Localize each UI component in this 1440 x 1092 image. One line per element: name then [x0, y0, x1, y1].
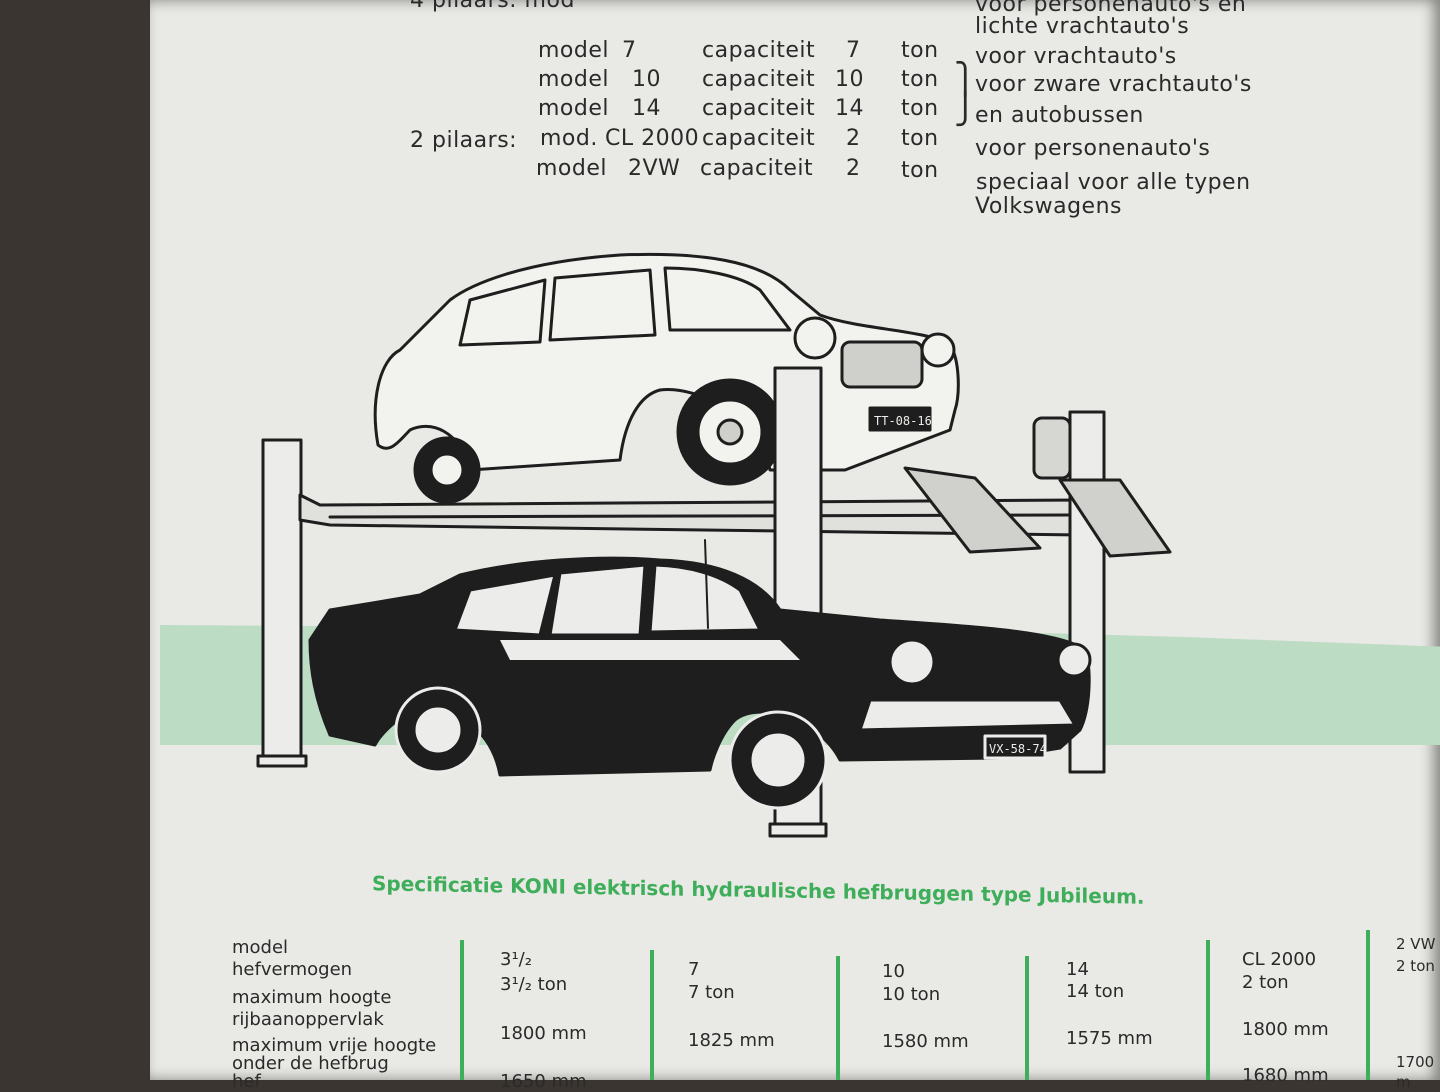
column-divider	[1025, 956, 1029, 1080]
row-label-model: model	[232, 937, 289, 958]
row-label-height1: maximum hoogte	[232, 987, 392, 1008]
unit: ton	[901, 158, 939, 183]
spec-clear: 1680 mm	[1242, 1065, 1329, 1086]
capacity-label: capaciteit	[702, 96, 816, 121]
row-label-height2: rijbaanoppervlak	[232, 1009, 384, 1030]
column-divider	[1206, 940, 1210, 1080]
capacity-label: capaciteit	[700, 156, 814, 181]
model-label: model	[538, 67, 610, 92]
spec-model: 2 VW	[1396, 935, 1436, 953]
model-number: 7	[622, 38, 637, 63]
spec-height: 1800 mm	[1242, 1019, 1329, 1040]
capacity-label: capaciteit	[702, 67, 816, 92]
model-label: model	[538, 96, 610, 121]
top-right-line2: lichte vrachtauto's	[975, 14, 1190, 39]
model-label: model	[538, 38, 610, 63]
spec-model: 14	[1066, 959, 1089, 980]
unit: ton	[901, 126, 939, 151]
spec-capacity: 14 ton	[1066, 981, 1125, 1002]
spec-model: 3¹/₂	[500, 949, 532, 970]
model-desc: voor zware vrachtauto's	[975, 72, 1252, 97]
page-speck	[36, 808, 44, 818]
spec-model: 10	[882, 961, 905, 982]
spec-height: 1575 mm	[1066, 1028, 1153, 1049]
plate-top: TT-08-16	[874, 414, 932, 428]
model-desc: voor vrachtauto's	[975, 44, 1177, 69]
spec-clear: 1700 m	[1396, 1053, 1435, 1091]
row-label-partial: hef	[232, 1071, 261, 1092]
spec-clear: 1650 mm	[500, 1071, 587, 1092]
spec-model: CL 2000	[1242, 949, 1317, 970]
spec-capacity: 7 ton	[688, 982, 735, 1003]
row-prefix: 2 pilaars:	[410, 128, 518, 153]
plate-bottom: VX-58-74	[989, 742, 1047, 756]
capacity-number: 7	[846, 38, 861, 63]
brace-upper: ⎫	[954, 62, 977, 97]
spec-height: 1825 mm	[688, 1030, 775, 1051]
capacity-label: capaciteit	[702, 126, 816, 151]
top-left-partial: 4 pilaars: mod	[410, 0, 575, 13]
model-desc: voor personenauto's	[975, 136, 1211, 161]
model-desc: en autobussen	[975, 103, 1144, 128]
spec-height: 1580 mm	[882, 1031, 969, 1052]
model-label: model	[536, 156, 608, 181]
row-label-clear2: onder de hefbrug	[232, 1053, 389, 1074]
spec-model: 7	[688, 959, 700, 980]
spec-capacity: 10 ton	[882, 984, 941, 1005]
model-label: mod.	[540, 126, 598, 151]
column-divider	[460, 940, 464, 1080]
brace-lower: ⎭	[954, 92, 977, 127]
capacity-number: 10	[835, 67, 864, 92]
model-number: CL 2000	[605, 126, 700, 151]
capacity-number: 2	[846, 126, 861, 151]
spec-height: 1800 mm	[500, 1023, 587, 1044]
column-divider	[1366, 930, 1370, 1080]
model-desc: speciaal voor alle typen	[976, 170, 1251, 195]
model-number: 2VW	[628, 156, 681, 181]
unit: ton	[901, 67, 939, 92]
top-right-line1: voor personenauto's en	[975, 0, 1247, 17]
spec-capacity: 3¹/₂ ton	[500, 974, 568, 995]
model-desc-continuation: Volkswagens	[975, 194, 1122, 219]
capacity-number: 2	[846, 156, 861, 181]
model-number: 10	[632, 67, 661, 92]
column-divider	[836, 956, 840, 1080]
capacity-number: 14	[835, 96, 864, 121]
column-divider	[650, 950, 654, 1080]
unit: ton	[901, 38, 939, 63]
unit: ton	[901, 96, 939, 121]
row-label-capacity: hefvermogen	[232, 959, 353, 980]
model-number: 14	[632, 96, 661, 121]
spec-capacity: 2 ton	[1242, 972, 1289, 993]
spec-capacity: 2 ton	[1396, 957, 1435, 975]
capacity-label: capaciteit	[702, 38, 816, 63]
row-label-clear1: maximum vrije hoogte	[232, 1035, 437, 1056]
